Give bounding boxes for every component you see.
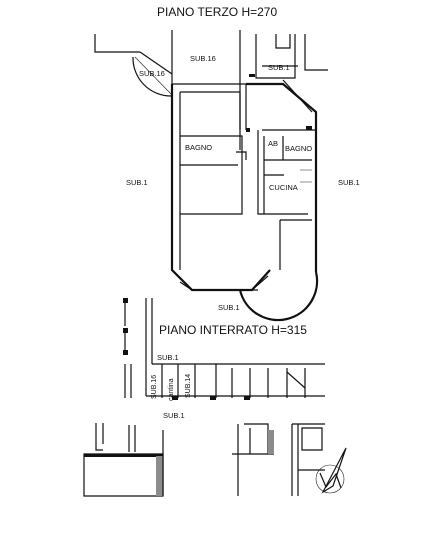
basement-title: PIANO INTERRATO H=315	[159, 323, 307, 337]
sub16-top-label: SUB.16	[190, 54, 216, 63]
sub1-top-right-label: SUB.1	[268, 63, 290, 72]
basement-walls	[123, 298, 325, 400]
sub1-left-label: SUB.1	[126, 178, 148, 187]
sub1-basement-lower-label: SUB.1	[163, 411, 185, 420]
ab-label: AB	[268, 139, 278, 148]
sub16-vertical-label: SUB.16	[151, 375, 158, 399]
basement-lower-walls	[83, 423, 325, 497]
bagno-main-label: BAGNO	[185, 143, 212, 152]
sub16-left-label: SUB.16	[139, 69, 165, 78]
sub14-vertical-label: SUB.14	[185, 374, 192, 398]
bagno-small-label: BAGNO	[285, 144, 312, 153]
apartment-partitions	[171, 84, 316, 270]
upper-neighbor-walls	[94, 30, 328, 150]
sub1-basement-label: SUB.1	[157, 353, 179, 362]
cantina-label: cantina	[168, 378, 175, 401]
apartment-outline	[170, 82, 319, 322]
sub1-right-label: SUB.1	[338, 178, 360, 187]
cucina-label: CUCINA	[269, 183, 298, 192]
upper-floor-title: PIANO TERZO H=270	[157, 5, 277, 19]
sub1-bottom-label: SUB.1	[218, 303, 240, 312]
north-arrow-icon	[315, 447, 347, 494]
